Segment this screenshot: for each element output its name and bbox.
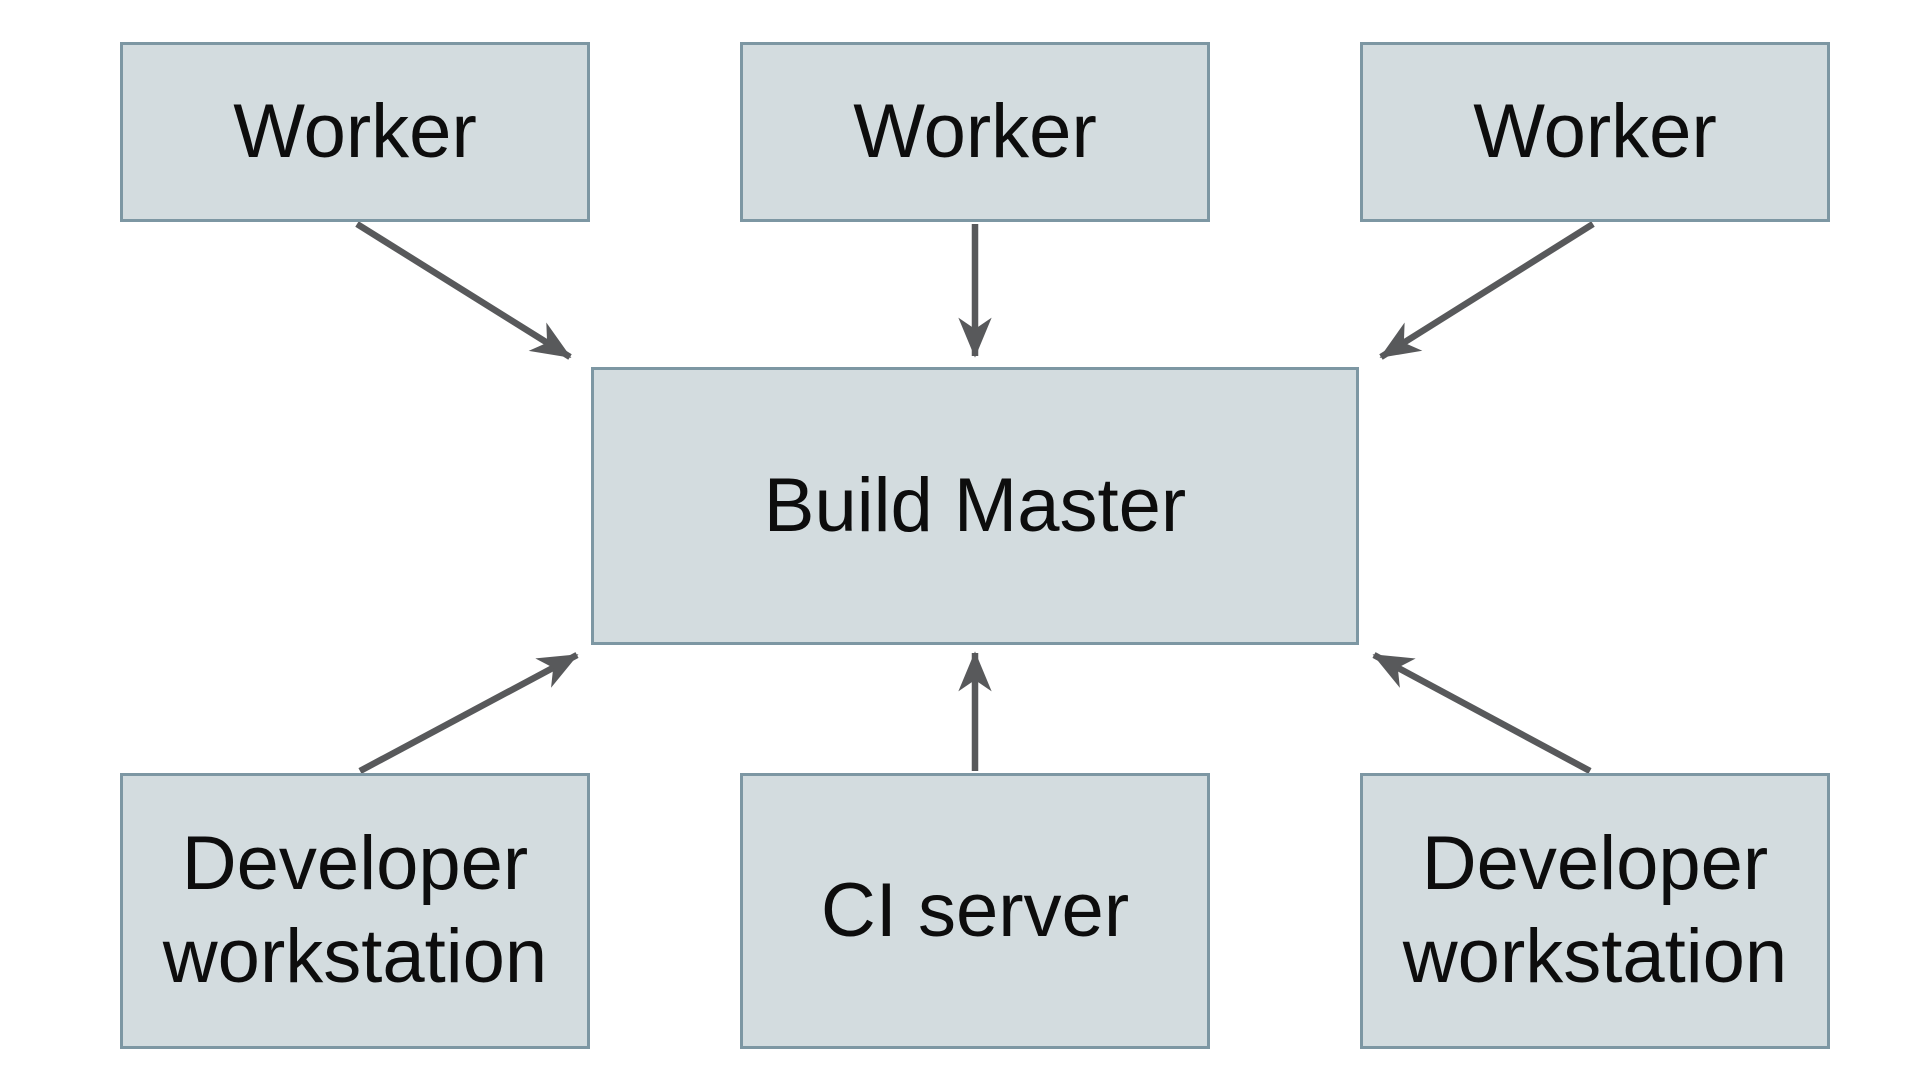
arrow-dev-workstation-right-to-build-master	[1372, 652, 1592, 774]
node-worker-top-right: Worker	[1360, 42, 1830, 222]
node-dev-workstation-left: Developer workstation	[120, 773, 590, 1049]
node-worker-top-right-label: Worker	[1473, 88, 1717, 174]
node-worker-top-center: Worker	[740, 42, 1210, 222]
node-build-master: Build Master	[591, 367, 1359, 645]
arrow-worker-top-left-to-build-master	[355, 221, 572, 360]
arrow-worker-top-right-to-build-master	[1379, 221, 1595, 360]
node-worker-top-left: Worker	[120, 42, 590, 222]
node-ci-server-label: CI server	[820, 867, 1130, 953]
node-dev-workstation-left-label: Developer workstation	[162, 821, 548, 999]
node-ci-server: CI server	[740, 773, 1210, 1049]
node-worker-top-center-label: Worker	[853, 88, 1097, 174]
node-worker-top-left-label: Worker	[233, 88, 477, 174]
node-dev-workstation-right: Developer workstation	[1360, 773, 1830, 1049]
node-build-master-label: Build Master	[763, 462, 1187, 548]
node-dev-workstation-right-label: Developer workstation	[1402, 821, 1788, 999]
arrow-dev-workstation-left-to-build-master	[358, 652, 579, 774]
